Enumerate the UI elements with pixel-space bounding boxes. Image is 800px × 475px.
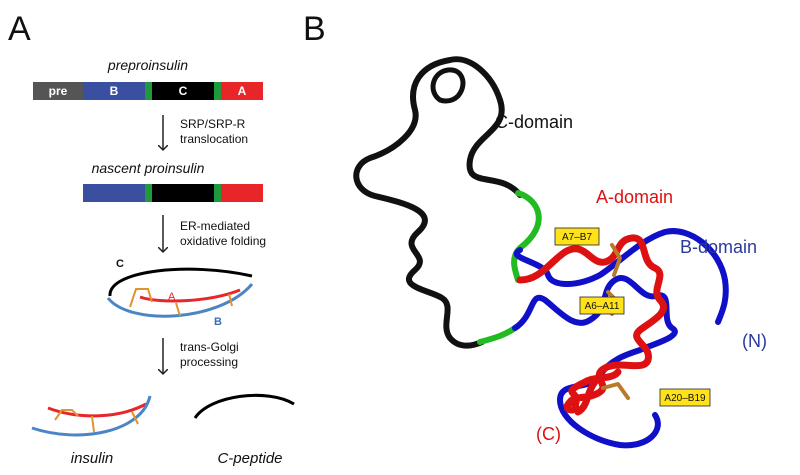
folded-disulfide-1 [175, 302, 181, 317]
b-label: B [110, 84, 119, 98]
step-3-line-2: processing [180, 355, 238, 369]
nascent-proinsulin-bar [83, 184, 263, 202]
preproinsulin-title: preproinsulin [107, 57, 188, 73]
insulin-ribbon-structure [353, 56, 729, 449]
insulin-a-chain [47, 402, 147, 418]
nascent-proinsulin-title: nascent proinsulin [92, 160, 205, 176]
fold-label-a: A [168, 291, 176, 303]
nascent-c-peptide [152, 184, 214, 202]
panel-a-label: A [8, 10, 31, 48]
bond-box-a7-b7 [554, 227, 600, 246]
c-terminus-label: (C) [536, 424, 561, 444]
b-domain-ribbon-1 [512, 275, 678, 449]
insulin-disulfide-1 [91, 415, 95, 433]
bond-label-a7-b7: A7–B7 [554, 227, 600, 246]
b-domain-label: B-domain [680, 237, 757, 257]
n-terminus-label: (N) [742, 331, 767, 351]
b-chain-segment [83, 82, 145, 100]
folded-proinsulin: C A B [106, 258, 254, 328]
nascent-a-chain [221, 184, 263, 202]
preproinsulin-bar: pre B C A [33, 82, 263, 100]
a-domain-ribbon [516, 234, 667, 414]
fold-label-b: B [214, 316, 222, 328]
c-label: C [179, 84, 188, 98]
folded-b-chain [106, 283, 254, 318]
ca-junction [214, 82, 221, 100]
bond-text-a7-b7: A7–B7 [562, 232, 592, 243]
insulin-disulfide-2 [131, 411, 139, 425]
fold-label-c: C [116, 258, 124, 270]
insulin-b-chain [31, 395, 152, 437]
step-2-line-1: ER-mediated [180, 219, 250, 233]
step-1-line-2: translocation [180, 132, 248, 146]
a-domain-label: A-domain [596, 187, 673, 207]
nascent-bc-junction [145, 184, 152, 202]
panel-b-label: B [303, 10, 326, 48]
a-label: A [238, 84, 247, 98]
insulin-disulfide-intra [54, 409, 79, 421]
folded-disulfide-2 [228, 293, 233, 307]
folded-c-peptide [108, 267, 253, 297]
folded-disulfide-intra [129, 288, 153, 308]
step-1-line-1: SRP/SRP-R [180, 117, 246, 131]
bond-text-a6-a11: A6–A11 [585, 301, 620, 312]
disulfide-a7-b7 [610, 243, 622, 277]
nascent-b-chain [83, 184, 145, 202]
disulfide-a20-b19 [601, 382, 630, 400]
step-3-line-1: trans-Golgi [180, 340, 239, 354]
c-domain-ribbon [353, 56, 523, 349]
insulin-title: insulin [71, 450, 114, 467]
nascent-ca-junction [214, 184, 221, 202]
pre-label: pre [49, 84, 68, 98]
c-peptide-segment [152, 82, 214, 100]
c-peptide-free [193, 393, 295, 419]
bond-box-a6-a11 [579, 296, 625, 315]
step-2-line-2: oxidative folding [180, 234, 266, 248]
pre-segment [33, 82, 83, 100]
bc-junction-ribbon [477, 325, 518, 345]
bond-label-a20-b19: A20–B19 [659, 388, 711, 407]
a-chain-segment [221, 82, 263, 100]
bc-junction [145, 82, 152, 100]
bond-box-a20-b19 [659, 388, 711, 407]
c-domain-loop [430, 67, 466, 104]
a-domain-tail [574, 372, 604, 416]
bond-label-a6-a11: A6–A11 [579, 296, 625, 315]
bond-text-a20-b19: A20–B19 [664, 393, 706, 404]
folded-a-chain [139, 288, 241, 303]
c-domain-label: C-domain [495, 112, 573, 132]
mature-insulin [31, 395, 152, 437]
c-peptide-title: C-peptide [217, 450, 282, 467]
